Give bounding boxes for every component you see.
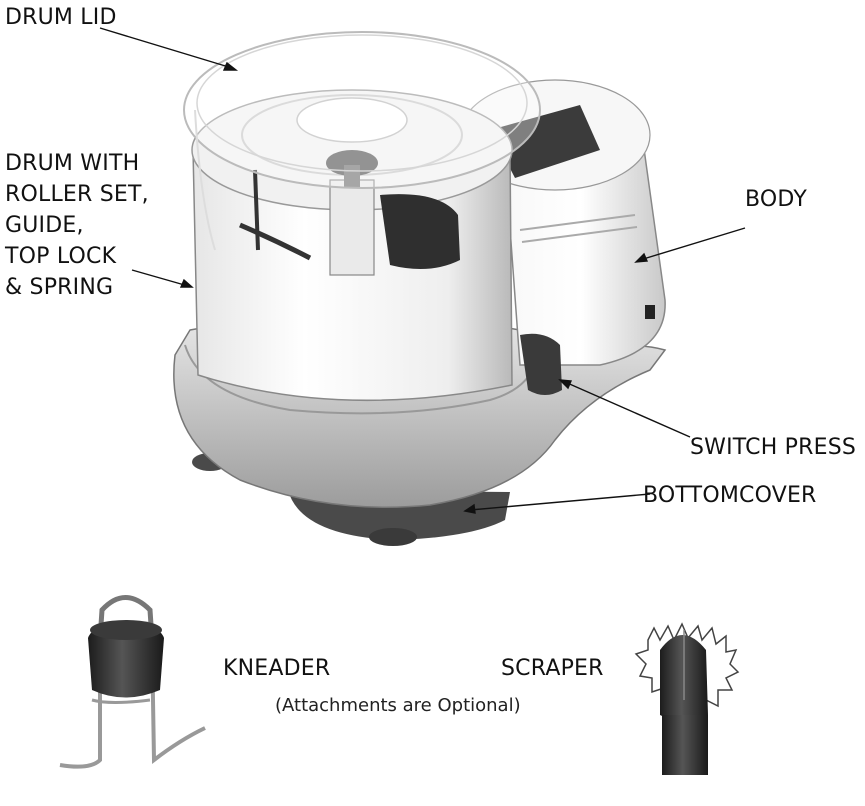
attachments-note: (Attachments are Optional) <box>275 695 521 716</box>
drum-with-roller-line-1: DRUM WITH <box>5 151 140 176</box>
kneader-label: KNEADER <box>223 656 331 681</box>
switch-press-label: SWITCH PRESS <box>690 435 857 460</box>
drum-with-roller-line-3: GUIDE, <box>5 213 84 238</box>
drum-with-roller-line-2: ROLLER SET, <box>5 182 149 207</box>
leader-lines <box>99 27 746 514</box>
drum <box>191 89 513 402</box>
drum-lid <box>183 31 541 251</box>
bottom-cover-label: BOTTOMCOVER <box>643 483 817 508</box>
scraper-label: SCRAPER <box>501 656 604 681</box>
scraper-attachment <box>634 622 740 775</box>
drum-with-roller-line-4: TOP LOCK <box>5 244 117 269</box>
drum-lid-label: DRUM LID <box>5 5 117 30</box>
body-label: BODY <box>745 187 807 212</box>
switch-press <box>520 333 562 395</box>
drum-with-roller-line-5: & SPRING <box>5 275 114 300</box>
kneader-attachment <box>59 595 206 769</box>
drum-with-roller-label: DRUM WITH ROLLER SET, GUIDE, TOP LOCK & … <box>5 148 149 303</box>
